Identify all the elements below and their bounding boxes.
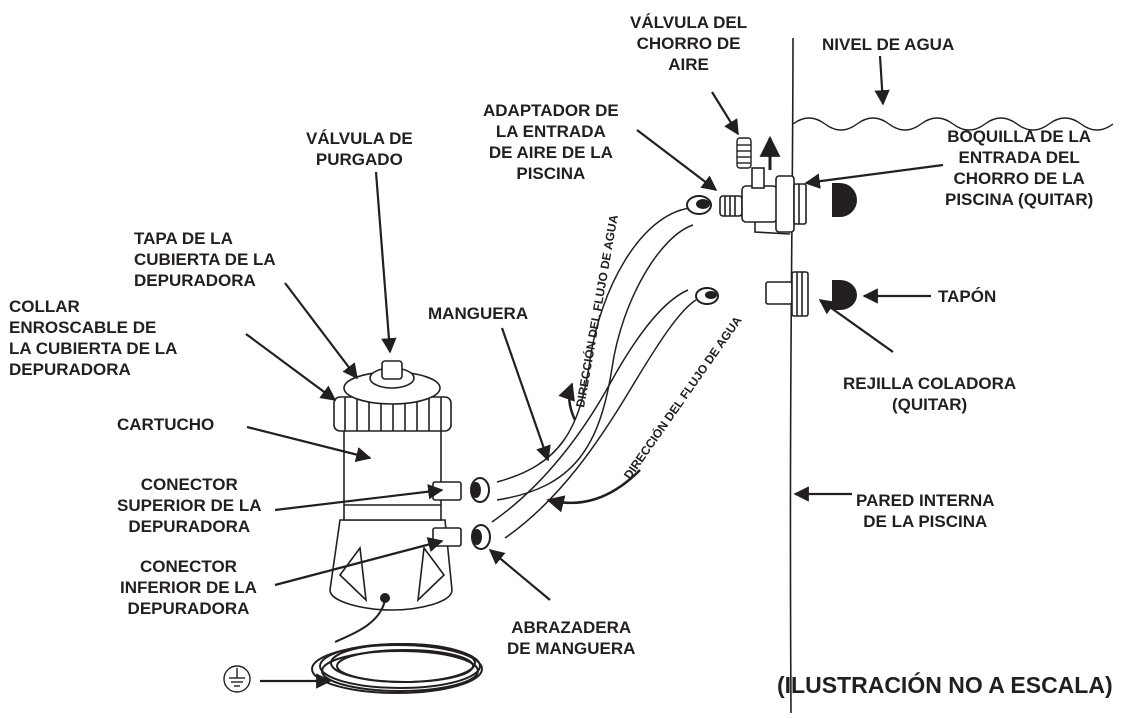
power-cord-outlet bbox=[380, 593, 390, 603]
label-plug: TAPÓN bbox=[938, 287, 997, 306]
leader-hose bbox=[500, 327, 551, 462]
leader-collar bbox=[245, 333, 337, 401]
leader-purge-valve bbox=[374, 171, 397, 354]
leader-upper-connector bbox=[274, 484, 444, 512]
plug-cap bbox=[836, 280, 857, 310]
strainer-fitting bbox=[765, 271, 809, 317]
pool-wall bbox=[789, 37, 794, 714]
leader-jet-nozzle bbox=[804, 163, 944, 189]
air-jet-valve bbox=[736, 137, 752, 169]
leader-strainer bbox=[818, 299, 894, 353]
filter-pump bbox=[329, 360, 462, 611]
leader-adapter bbox=[636, 129, 718, 191]
hose-clamp-jet bbox=[686, 195, 712, 215]
water-level-line bbox=[792, 117, 1114, 131]
label-cartridge: CARTUCHO bbox=[117, 415, 215, 434]
leader-water-level bbox=[874, 55, 890, 106]
leader-lower-connector bbox=[274, 537, 444, 587]
flow-arrow-lower bbox=[546, 469, 641, 513]
ground-symbol-icon bbox=[223, 665, 251, 693]
leader-cover-lid bbox=[284, 282, 358, 380]
not-to-scale-note: (ILUSTRACIÓN NO A ESCALA) bbox=[777, 672, 1113, 698]
jet-nozzle-cap bbox=[836, 183, 857, 217]
label-water-level: NIVEL DE AGUA bbox=[822, 35, 955, 54]
air-jet-fitting bbox=[719, 167, 807, 235]
flow-direction-text-upper: DIRECCIÓN DEL FLUJO DE AGUA bbox=[572, 213, 621, 408]
label-strainer-grid: REJILLA COLADORA(QUITAR) bbox=[843, 374, 1017, 414]
hose-clamp-strainer bbox=[695, 287, 719, 305]
hose-clamp-upper-pump bbox=[470, 477, 490, 503]
hose-lower bbox=[491, 289, 697, 539]
hose-clamp-lower-pump bbox=[471, 524, 491, 550]
label-hose: MANGUERA bbox=[428, 304, 529, 323]
leader-hose-clamp bbox=[488, 549, 551, 601]
leader-air-valve bbox=[711, 91, 739, 136]
plug-cap-rim bbox=[832, 280, 838, 310]
flow-arrow-upper bbox=[558, 382, 577, 421]
jet-nozzle-cap-rim bbox=[832, 183, 838, 217]
power-cord bbox=[311, 599, 483, 694]
leader-cartridge bbox=[246, 425, 372, 463]
